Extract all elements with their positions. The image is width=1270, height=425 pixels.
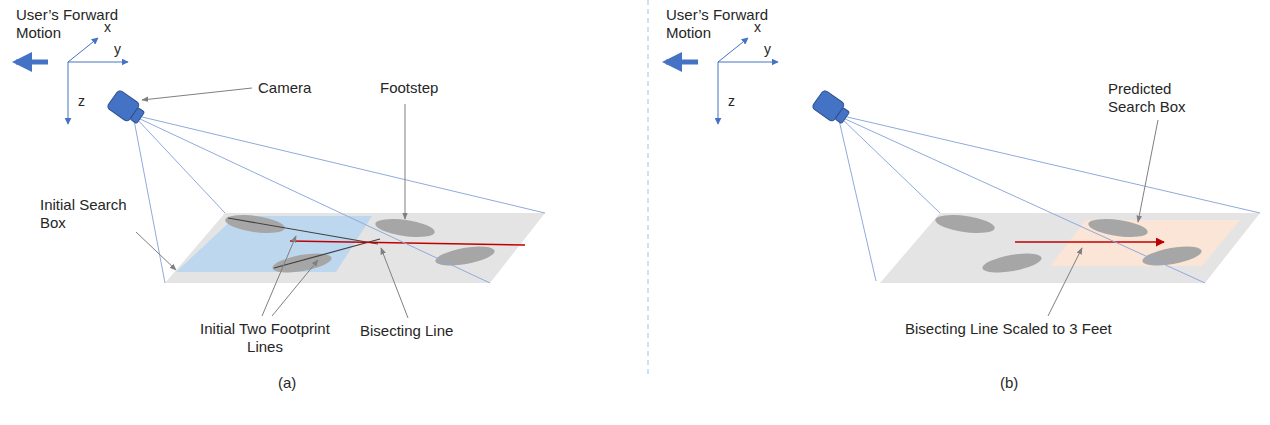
callout-label: Initial Two Footprint Lines <box>200 320 330 356</box>
camera <box>106 89 146 127</box>
callout-label: Footstep <box>380 79 438 97</box>
axis-label: z <box>78 92 85 110</box>
motion-arrow <box>16 60 48 65</box>
footsteps <box>934 212 1203 276</box>
panel-label: (b) <box>1000 374 1018 392</box>
panel-b <box>666 38 1260 316</box>
callout-label: Initial Search Box <box>40 196 138 232</box>
view-frustum <box>839 116 1260 283</box>
axis-label: y <box>114 40 121 58</box>
leader-lines <box>136 88 408 318</box>
axes <box>718 38 778 124</box>
callout-label: Bisecting Line <box>360 322 453 340</box>
footprint-line <box>228 218 378 244</box>
motion-label: User’s Forward Motion <box>666 6 778 42</box>
axis-label: y <box>764 40 771 58</box>
camera <box>811 89 851 127</box>
axis-label: x <box>104 18 111 36</box>
bisecting-line-scaled <box>1015 241 1164 243</box>
panel-label: (a) <box>278 374 296 392</box>
motion-label: User’s Forward Motion <box>16 6 128 42</box>
callout-label: Camera <box>258 79 311 97</box>
motion-arrow <box>666 60 698 65</box>
callout-label: Predicted Search Box <box>1108 80 1208 116</box>
ground-plane <box>165 213 545 283</box>
axis-label: x <box>754 18 761 36</box>
footprint-line <box>274 239 380 268</box>
leader-lines <box>1048 120 1158 316</box>
view-frustum <box>134 116 545 283</box>
panel-divider <box>648 0 649 378</box>
callout-label: Bisecting Line Scaled to 3 Feet <box>905 320 1112 338</box>
panel-a <box>16 38 545 318</box>
axis-label: z <box>728 92 735 110</box>
